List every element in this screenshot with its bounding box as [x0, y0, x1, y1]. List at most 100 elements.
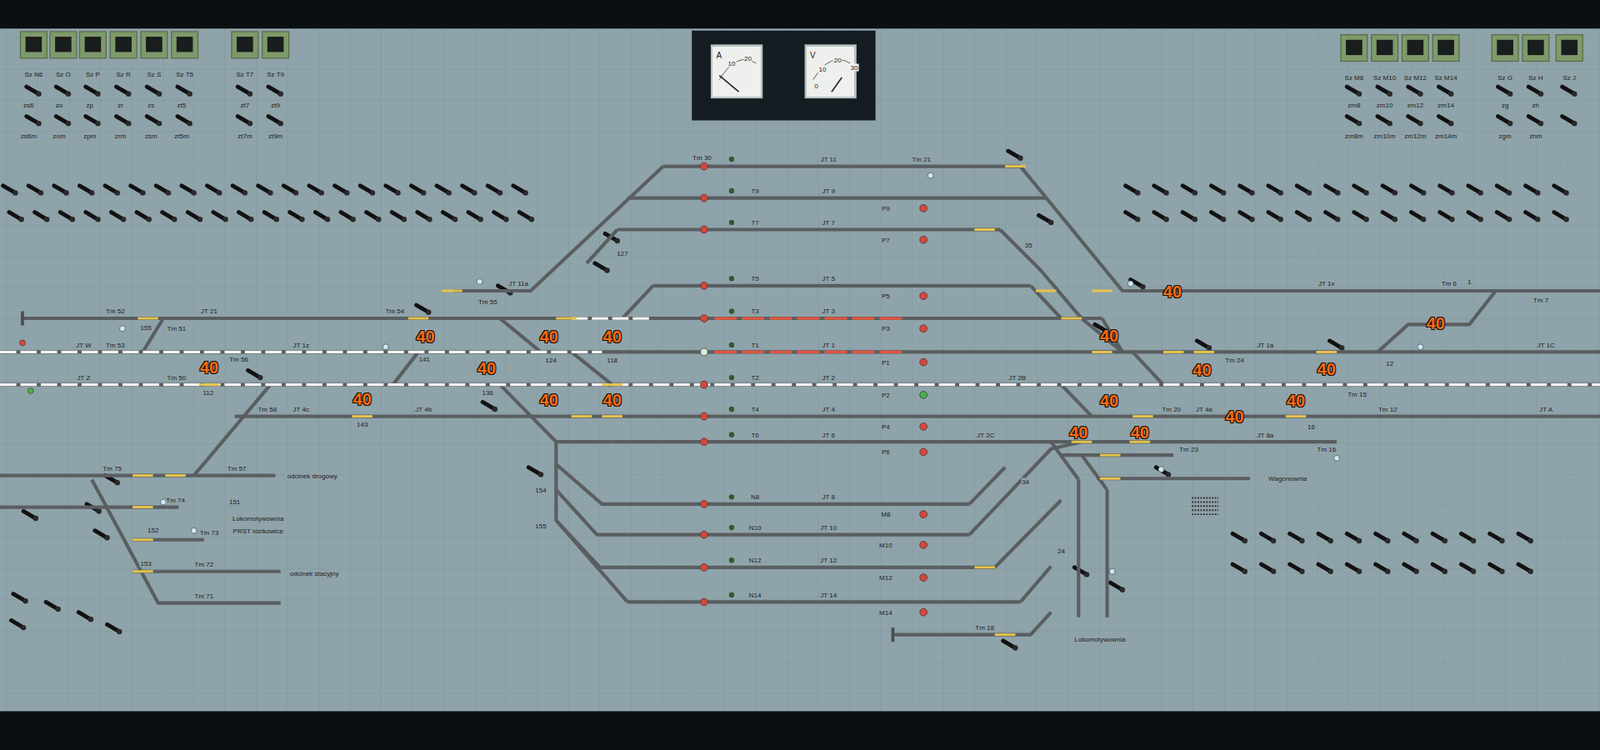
lever-base	[1017, 155, 1023, 161]
track	[1377, 291, 1495, 352]
signal-lamp	[700, 438, 708, 446]
indicator-lamp	[20, 340, 26, 346]
indicator-lamp	[1158, 466, 1165, 473]
lever-base	[395, 190, 400, 195]
lever-label: zs6m	[20, 131, 38, 140]
switch-number: 141	[418, 355, 431, 364]
track-label: JT 3	[821, 307, 836, 315]
signal-label: T5	[750, 275, 760, 283]
lever-module	[231, 31, 259, 59]
lever-base	[88, 616, 94, 622]
switch-indicator	[1100, 477, 1120, 480]
lever-label: zm10m	[1373, 131, 1397, 140]
lever-base	[95, 216, 100, 222]
lever-base	[1048, 220, 1054, 225]
track-circuit-label: Tm 73	[199, 529, 220, 537]
switch-number: 155	[534, 521, 547, 530]
track	[22, 316, 1103, 320]
track-circuit-label: Tm 72	[194, 560, 215, 569]
lever-base	[1563, 216, 1569, 222]
track	[0, 505, 179, 509]
indicator-lamp	[120, 325, 126, 332]
signal-label: T7	[750, 218, 760, 226]
signal-label: N8	[750, 493, 760, 501]
lever-base	[401, 216, 407, 222]
signal-label: P5	[880, 292, 891, 300]
signal-label: T3	[750, 307, 760, 315]
track-circuit-label: Tm 23	[1178, 445, 1200, 453]
signal-lamp	[729, 188, 735, 194]
track-label: JT 2B	[1007, 374, 1027, 382]
track	[624, 565, 995, 570]
lever-module	[1371, 35, 1399, 62]
lever-base	[19, 216, 25, 222]
lever-module	[85, 36, 102, 52]
lever-base	[247, 90, 253, 96]
lever-base	[1278, 190, 1284, 195]
lever-label: zm10	[1375, 101, 1395, 110]
track-circuit-label: Tm 55	[477, 298, 499, 306]
track	[500, 318, 541, 352]
lever-label: zt5m	[173, 131, 190, 140]
track-label: JT 1a	[1255, 340, 1275, 349]
speed-callout: 40	[415, 328, 435, 346]
signal-lamp	[700, 281, 708, 290]
track-circuit-label: Tm 24	[1224, 356, 1245, 365]
lever-module	[1401, 35, 1429, 62]
track	[555, 441, 628, 602]
lever-module	[1345, 40, 1363, 55]
lever-base	[1538, 120, 1544, 126]
signal-lamp	[729, 431, 735, 437]
signal-lamp	[920, 510, 928, 519]
switch-indicator	[1100, 454, 1120, 457]
lever-label: zm12	[1406, 101, 1425, 110]
lever-base	[1535, 216, 1540, 222]
lever-base	[1356, 569, 1362, 575]
lever-base	[165, 190, 171, 195]
lever-label: Sz M8	[1344, 74, 1365, 82]
signal-lamp	[920, 422, 928, 430]
lever-base	[1206, 345, 1212, 350]
lever-label: Sz O	[55, 70, 72, 79]
signal-lamp	[729, 220, 735, 225]
lever-base	[1192, 216, 1198, 222]
lever-base	[1163, 216, 1169, 222]
track-label: JT 12	[819, 556, 838, 565]
relay-grid	[1191, 509, 1219, 511]
track	[1132, 351, 1164, 385]
lever-base	[1392, 216, 1398, 222]
lever-base	[375, 216, 381, 222]
lever-base	[503, 216, 509, 222]
signal-label: P6	[880, 448, 891, 456]
lever-label: Sz G	[1496, 74, 1514, 82]
meter-needle	[831, 77, 842, 92]
lever-base	[370, 190, 375, 195]
lever-base	[420, 190, 426, 195]
switch-indicator	[1091, 290, 1112, 293]
switch-number: 151	[228, 498, 241, 506]
switch-number: 24	[1056, 547, 1066, 555]
lever-base	[156, 90, 162, 96]
lever-base	[522, 190, 528, 195]
lever-label: Sz T9	[265, 70, 285, 79]
lever-base	[1413, 569, 1419, 575]
signal-lamp	[729, 156, 735, 162]
track-label: JT 1	[821, 340, 836, 349]
lever-base	[1385, 538, 1390, 544]
lever-label: Sz M12	[1403, 74, 1428, 82]
lever-base	[125, 120, 131, 126]
lever-module	[1555, 35, 1583, 62]
speed-callout: 40	[1225, 407, 1245, 425]
lever-base	[1478, 216, 1484, 222]
lever-base	[242, 190, 248, 195]
lever-base	[1442, 538, 1448, 544]
switch-number: 1	[1466, 277, 1472, 285]
switch-indicator	[1091, 350, 1112, 354]
signal-lamp	[700, 380, 708, 389]
meter-face	[805, 45, 856, 99]
speed-callout: 40	[540, 391, 559, 410]
lever-base	[146, 216, 152, 222]
switch-indicator	[1194, 350, 1215, 354]
signal-lamp	[729, 406, 735, 412]
